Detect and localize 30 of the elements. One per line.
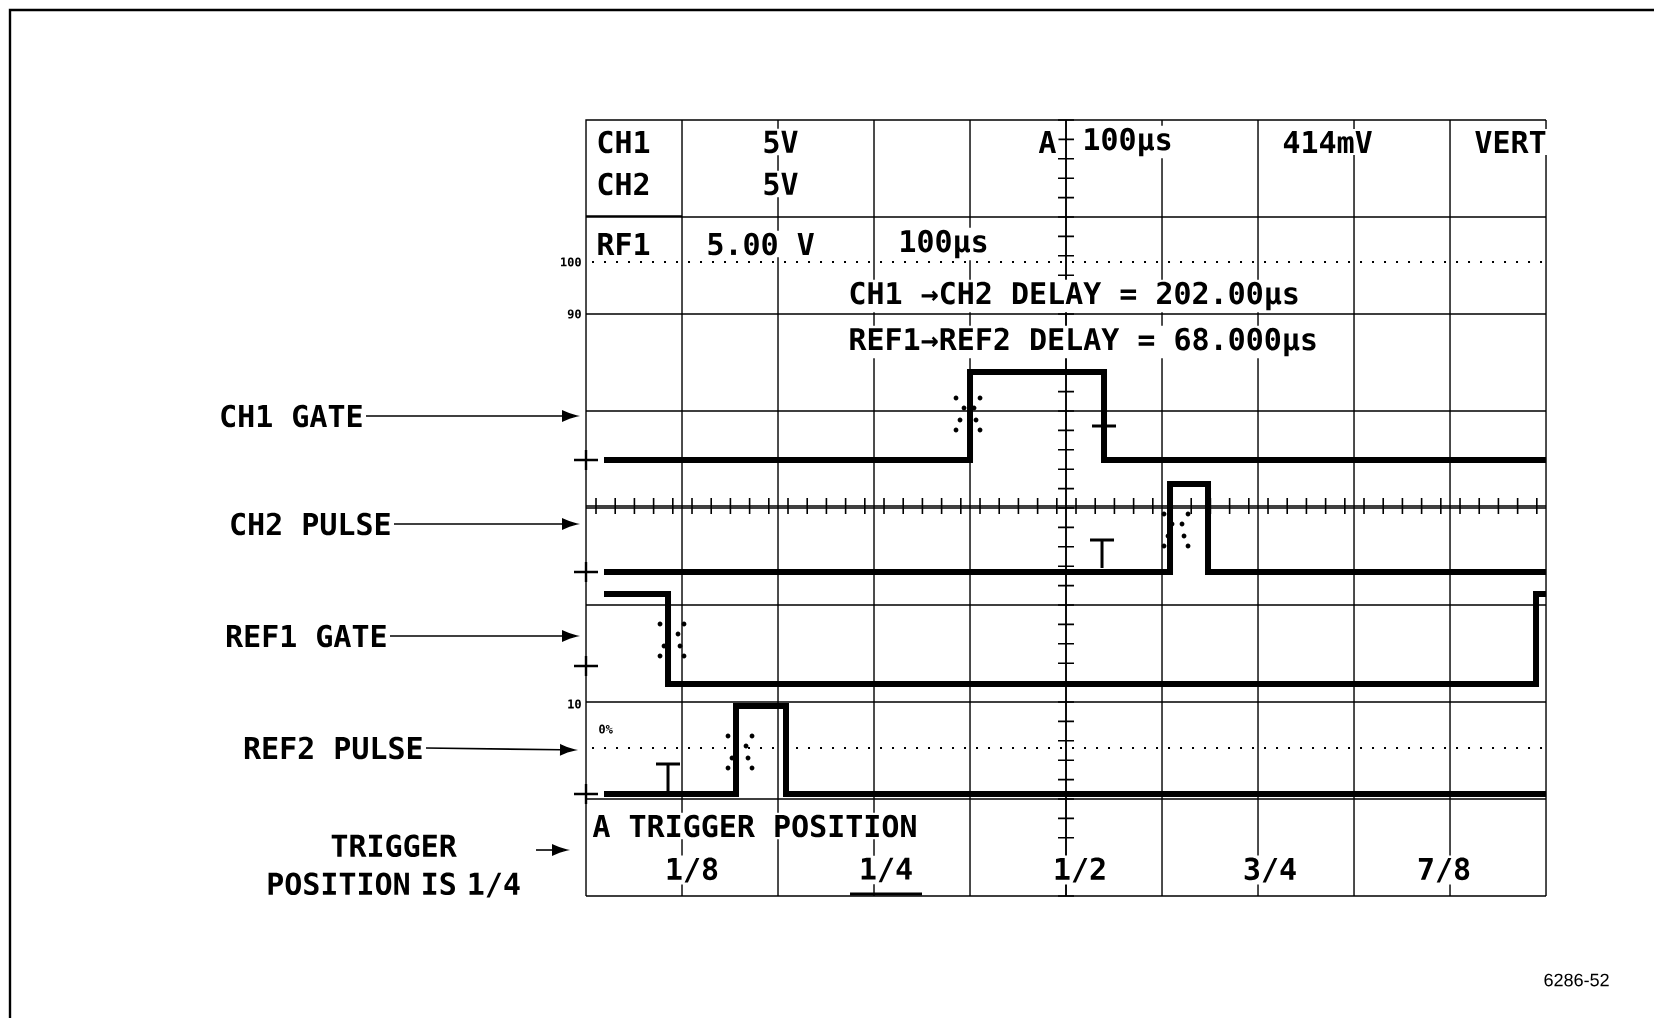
fraction-label: 7/8 <box>1414 855 1474 885</box>
fraction-label: 3/4 <box>1240 855 1300 885</box>
signal-label: REF1 GATE <box>227 624 386 648</box>
figure-number: 6286-52 <box>1541 971 1612 989</box>
arrow <box>365 410 578 422</box>
readout-text: CH1 →CH2 DELAY = 202.00µs <box>846 279 1302 313</box>
signal-label: TRIGGER POSITION IS 1/4 <box>268 834 520 898</box>
arrow <box>389 630 578 642</box>
readout-text: 100µs <box>1080 125 1175 159</box>
readout-text: 5V <box>760 170 801 198</box>
readout-text: REF1→REF2 DELAY = 68.000µs <box>846 325 1320 359</box>
fraction-label: 1/8 <box>662 855 722 885</box>
readout-text: A <box>1036 129 1059 155</box>
signal-label: REF2 PULSE <box>244 736 422 760</box>
readout-text: VERT <box>1472 129 1549 155</box>
readout-text: CH2 <box>594 170 653 198</box>
arrow <box>535 844 568 856</box>
signal-label: CH2 PULSE <box>231 512 390 536</box>
signal-label: CH1 GATE <box>221 404 362 428</box>
readout-text: 414mV <box>1280 129 1375 155</box>
fraction-label: 1/4 <box>856 855 916 885</box>
readout-text: CH1 <box>594 128 653 156</box>
readout-text: 5V <box>760 128 801 156</box>
readout-text: 100µs <box>896 227 991 261</box>
arrow <box>425 744 576 756</box>
readout-text: 5.00 V <box>704 230 817 258</box>
readout-text: A TRIGGER POSITION <box>590 812 920 840</box>
arrow <box>393 518 578 530</box>
readout-text: RF1 <box>594 231 653 257</box>
fraction-label: 1/2 <box>1050 855 1110 885</box>
